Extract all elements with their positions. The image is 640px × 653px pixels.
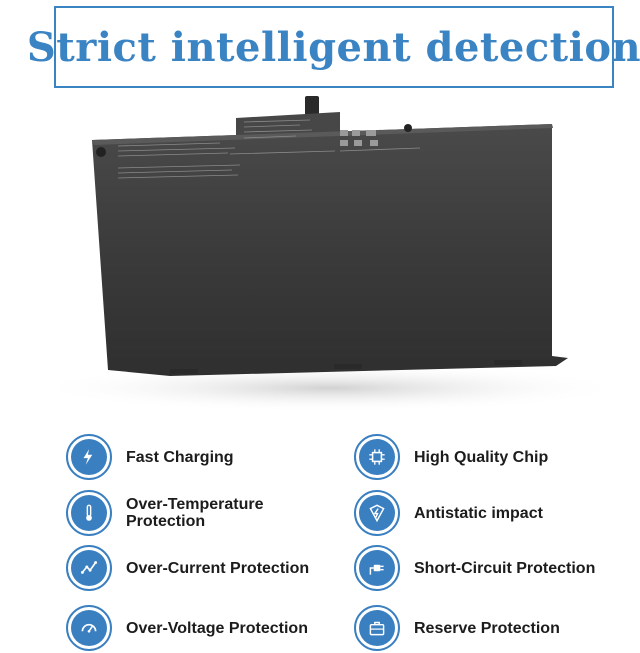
plug-icon	[354, 545, 400, 591]
feature-label: High Quality Chip	[414, 448, 549, 466]
feature-label: Over-Current Protection	[126, 559, 310, 577]
feature-label: Antistatic impact	[414, 504, 543, 522]
feature-item: Short-Circuit Protection	[354, 545, 604, 591]
page-title: Strict intelligent detection	[26, 23, 640, 71]
gauge-icon	[66, 605, 112, 651]
feature-label: Fast Charging	[126, 448, 234, 466]
feature-label: Reserve Protection	[414, 619, 560, 637]
feature-label: Over-Temperature Protection	[126, 496, 264, 530]
feature-item: Over-Current Protection	[66, 545, 316, 591]
lightning-icon	[66, 434, 112, 480]
feature-item: Over-Voltage Protection	[66, 605, 316, 651]
thermometer-icon	[66, 490, 112, 536]
briefcase-icon	[354, 605, 400, 651]
feature-label: Over-Voltage Protection	[126, 619, 308, 637]
feature-item: High Quality Chip	[354, 434, 604, 480]
current-graph-icon	[66, 545, 112, 591]
feature-item: Antistatic impact	[354, 490, 604, 536]
chip-icon	[354, 434, 400, 480]
feature-label: Short-Circuit Protection	[414, 559, 596, 577]
battery-image	[30, 96, 630, 412]
feature-item: Over-Temperature Protection	[66, 490, 316, 536]
feature-item: Reserve Protection	[354, 605, 604, 651]
feature-item: Fast Charging	[66, 434, 316, 480]
antistatic-shield-icon	[354, 490, 400, 536]
title-banner: Strict intelligent detection	[27, 6, 640, 88]
